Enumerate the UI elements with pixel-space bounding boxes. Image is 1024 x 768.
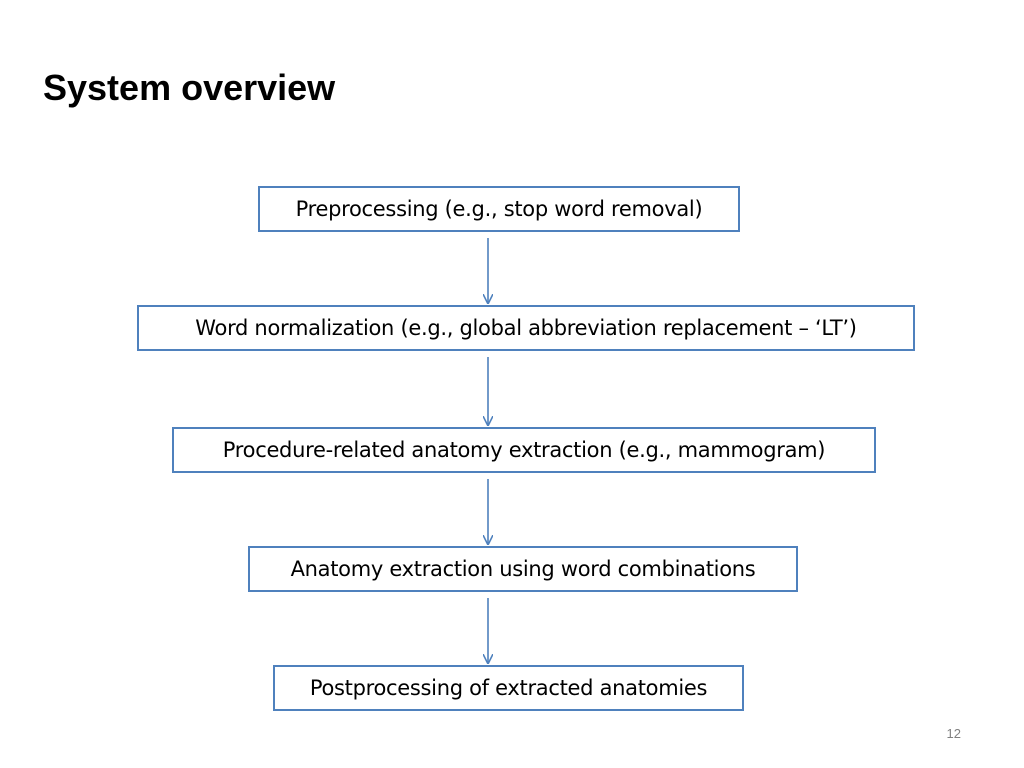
step-word-normalization: Word normalization (e.g., global abbrevi… <box>137 305 915 351</box>
step-anatomy-extraction-word-combinations: Anatomy extraction using word combinatio… <box>248 546 798 592</box>
step-label: Preprocessing (e.g., stop word removal) <box>295 197 703 221</box>
step-procedure-anatomy-extraction: Procedure-related anatomy extraction (e.… <box>172 427 876 473</box>
step-label: Word normalization (e.g., global abbrevi… <box>195 316 857 340</box>
step-label: Anatomy extraction using word combinatio… <box>290 557 756 581</box>
page-number: 12 <box>946 726 961 741</box>
step-preprocessing: Preprocessing (e.g., stop word removal) <box>258 186 740 232</box>
step-label: Procedure-related anatomy extraction (e.… <box>222 438 826 462</box>
slide-title: System overview <box>43 67 336 108</box>
step-label: Postprocessing of extracted anatomies <box>309 676 708 700</box>
step-postprocessing: Postprocessing of extracted anatomies <box>273 665 744 711</box>
